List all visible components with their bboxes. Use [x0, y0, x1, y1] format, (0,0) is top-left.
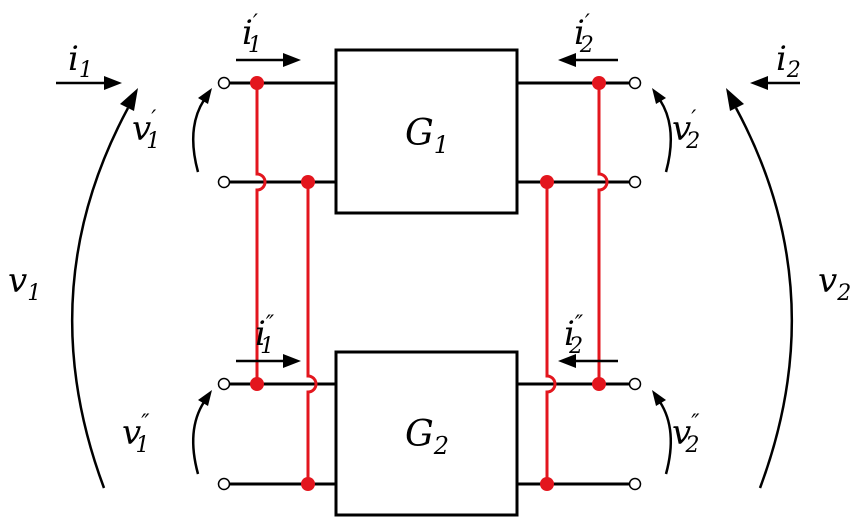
interconnect-right-lower — [545, 182, 557, 484]
label-v2: v2 — [818, 261, 851, 306]
arrowhead-v2 — [726, 88, 744, 111]
junction-dot — [592, 377, 606, 391]
junction-dot — [540, 175, 554, 189]
box-g2-label: G2 — [405, 414, 449, 460]
junction-dots — [250, 76, 606, 491]
terminal — [217, 377, 231, 391]
terminal — [217, 175, 231, 189]
junction-dot — [592, 76, 606, 90]
arc-v1 — [70, 107, 130, 489]
label-i1: i1 — [68, 39, 93, 83]
port-wires — [229, 81, 631, 486]
terminal — [628, 377, 642, 391]
box-g1: G1 — [334, 48, 519, 215]
junction-dot — [250, 76, 264, 90]
label-v1: v1 — [8, 261, 41, 306]
box-g2: G2 — [334, 350, 519, 517]
label-i2-double-prime: i″2 — [564, 312, 584, 359]
label-i1-double-prime: i″1 — [255, 312, 275, 359]
label-v2-prime: v′2 — [672, 107, 700, 154]
arrowhead-i1 — [104, 76, 122, 90]
terminal — [217, 76, 231, 90]
arc-v2 — [734, 107, 794, 489]
arrowhead-v2-prime — [652, 88, 666, 104]
arrowhead-i2 — [750, 76, 768, 90]
arc-v2-prime — [658, 99, 672, 173]
labels: i1 i2 i′1 i′2 i″1 i″2 v1 v2 v′1 v′2 v″1 — [8, 11, 851, 458]
interconnect-left-upper — [255, 83, 267, 384]
arc-v1-prime — [192, 99, 206, 173]
box-g2-rect — [334, 350, 519, 517]
terminal — [217, 477, 231, 491]
label-v1-double-prime: v″1 — [122, 411, 150, 458]
label-v2-double-prime: v″2 — [672, 411, 700, 458]
label-v1-prime: v′1 — [132, 107, 160, 154]
voltage-arcs — [70, 88, 794, 489]
arrowhead-v1 — [120, 88, 138, 111]
arrowhead-i1-double-prime — [283, 354, 301, 368]
label-i2-prime: i′2 — [574, 11, 594, 58]
box-g1-rect — [334, 48, 519, 215]
terminal — [628, 477, 642, 491]
junction-dot — [540, 477, 554, 491]
arc-v1-double-prime — [192, 401, 206, 475]
terminals — [217, 76, 642, 491]
terminal — [628, 76, 642, 90]
arrowhead-i2-double-prime — [558, 354, 576, 368]
label-i1-prime: i′1 — [242, 11, 262, 58]
current-arrows — [56, 53, 800, 368]
box-g1-label: G1 — [405, 113, 449, 159]
arrowhead-v1-prime — [198, 88, 212, 104]
interconnect-left-lower — [306, 182, 318, 484]
arrowhead-i1-prime — [283, 53, 301, 67]
junction-dot — [250, 377, 264, 391]
arrowhead-i2-prime — [558, 53, 576, 67]
arrowhead-v1-double-prime — [198, 390, 212, 406]
arc-v2-double-prime — [658, 401, 672, 475]
label-i2: i2 — [776, 39, 801, 83]
parallel-interconnects — [255, 83, 609, 484]
junction-dot — [301, 175, 315, 189]
interconnect-right-upper — [597, 83, 609, 384]
junction-dot — [301, 477, 315, 491]
arrowhead-v2-double-prime — [652, 390, 666, 406]
terminal — [628, 175, 642, 189]
